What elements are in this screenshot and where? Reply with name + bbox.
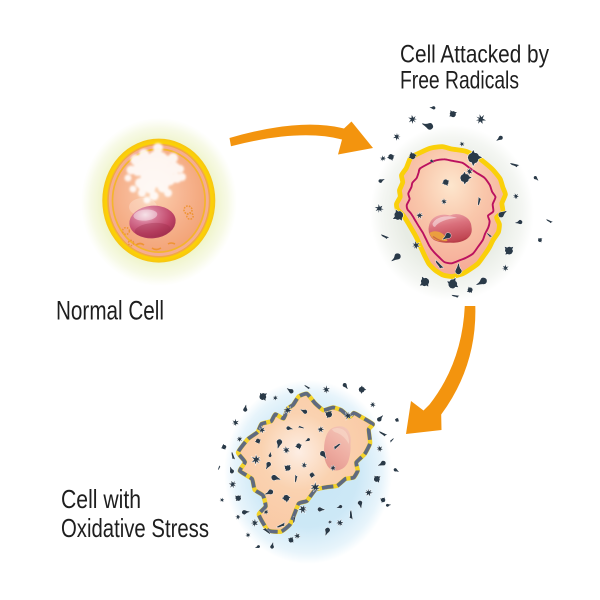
svg-text:Cell with: Cell with xyxy=(61,484,141,514)
svg-text:Free Radicals: Free Radicals xyxy=(400,67,519,95)
svg-text:Oxidative Stress: Oxidative Stress xyxy=(61,513,209,543)
svg-text:Normal Cell: Normal Cell xyxy=(56,296,164,326)
svg-text:Cell Attacked by: Cell Attacked by xyxy=(400,41,549,69)
